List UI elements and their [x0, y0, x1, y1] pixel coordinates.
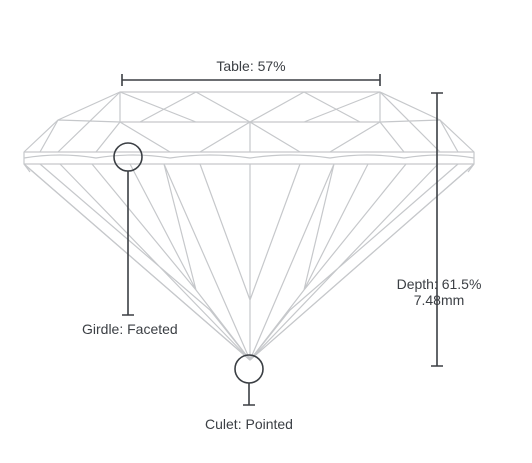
- depth-percentage-label: Depth: 61.5%: [396, 276, 482, 292]
- depth-mm-label: 7.48mm: [413, 292, 465, 308]
- girdle-scallops: [23, 154, 475, 159]
- crown-facets: [39, 91, 459, 153]
- table-percentage-label: Table: 57%: [216, 58, 286, 74]
- culet-callout-leader: [243, 383, 255, 406]
- diamond-facets: [23, 91, 475, 361]
- diamond-outline: [23, 91, 475, 361]
- girdle-callout-leader: [122, 171, 134, 316]
- pavilion-facets: [23, 163, 475, 361]
- dimension-markers: [113, 74, 443, 406]
- depth-dimension-line: [431, 92, 443, 367]
- girdle-callout-circle: [113, 142, 143, 172]
- table-dimension-line: [121, 74, 381, 86]
- girdle-type-label: Girdle: Faceted: [82, 321, 178, 337]
- culet-type-label: Culet: Pointed: [205, 416, 293, 432]
- girdle-band: [24, 151, 474, 165]
- depth-label-group: Depth: 61.5% 7.48mm: [394, 276, 484, 308]
